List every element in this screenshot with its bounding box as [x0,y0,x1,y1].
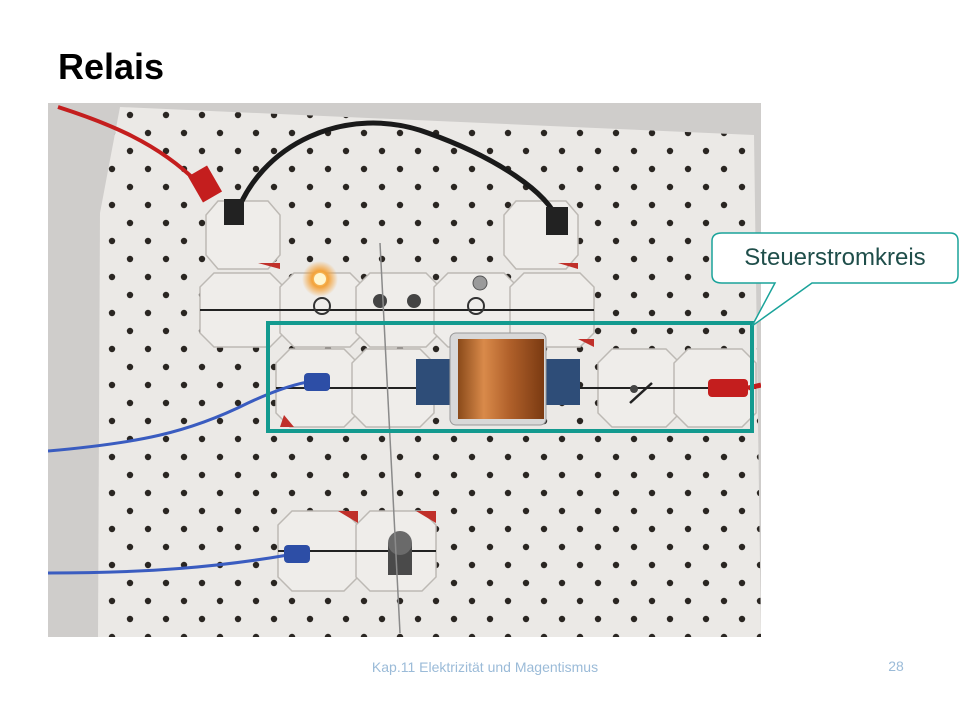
page-number: 28 [888,658,904,674]
control-circuit-highlight [266,321,754,433]
relay-circuit-photo [48,103,761,637]
footer-text: Kap.11 Elektrizität und Magentismus [371,659,599,675]
callout-label: Steuerstromkreis [744,244,926,271]
slide-title: Relais [58,46,165,87]
